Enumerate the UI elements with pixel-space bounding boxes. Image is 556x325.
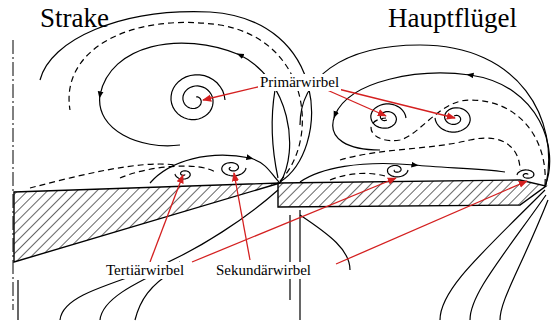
- vortex-label: Tertiärwirbel: [104, 262, 186, 279]
- streamline: [517, 170, 534, 178]
- streamline: [371, 100, 545, 185]
- streamline: [150, 155, 280, 183]
- streamline: [60, 190, 278, 320]
- streamline: [69, 22, 302, 181]
- streamline: [300, 45, 549, 185]
- streamline: [17, 280, 18, 320]
- wing-section: [278, 180, 546, 207]
- streamline: [440, 190, 545, 320]
- streamline: [300, 164, 505, 182]
- streamline: [340, 138, 520, 170]
- streamline: [470, 195, 546, 320]
- streamline: [272, 90, 278, 178]
- symmetry-line: [13, 40, 14, 310]
- streamline: [371, 104, 406, 128]
- streamline: [388, 166, 409, 177]
- streamline: [330, 173, 385, 180]
- streamline: [289, 215, 290, 300]
- streamline: [500, 200, 548, 320]
- strake-section: [14, 183, 280, 262]
- streamline: [120, 166, 215, 178]
- vortex-label: Sekundärwirbel: [214, 262, 313, 279]
- section-title: Strake: [40, 4, 109, 34]
- streamline: [30, 164, 175, 188]
- streamline: [100, 43, 290, 183]
- section-title: Hauptflügel: [388, 4, 517, 34]
- streamline: [333, 73, 550, 186]
- streamline: [40, 12, 312, 182]
- vortex-label: Primärwirbel: [258, 74, 341, 91]
